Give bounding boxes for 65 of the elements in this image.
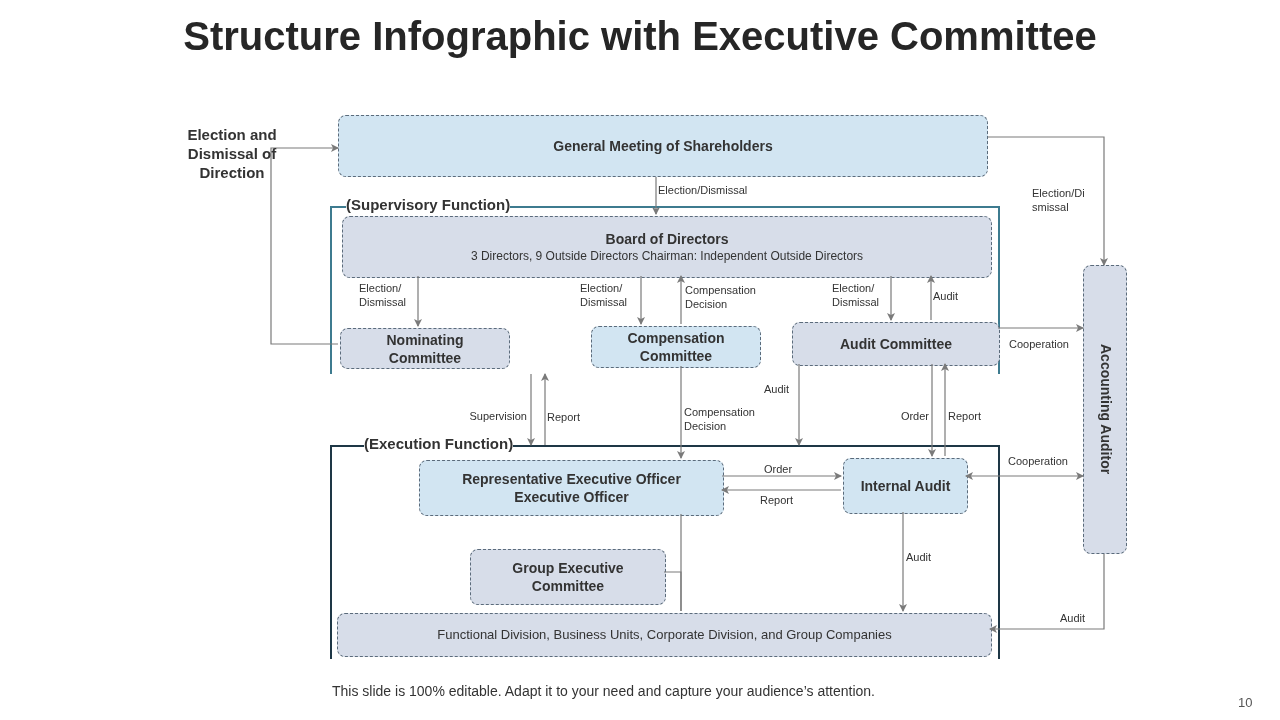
node-title: Audit Committee <box>840 335 952 353</box>
arrow <box>989 553 1105 633</box>
edge-label: Supervision <box>468 409 527 423</box>
arrow <box>941 363 949 457</box>
rounded-box <box>419 460 724 516</box>
node-subtitle: 3 Directors, 9 Outside Directors Chairman: Independent Outside Directors <box>470 248 864 264</box>
arrow <box>270 144 339 345</box>
arrow <box>721 486 842 494</box>
edge-label: Cooperation <box>1009 337 1070 351</box>
arrow <box>414 275 422 327</box>
rounded-box <box>338 115 988 177</box>
arrow <box>987 136 1108 266</box>
page-number: 10 <box>1238 694 1253 712</box>
edge-label: Audit <box>1060 611 1087 625</box>
node-title: Representative Executive Officer Executive Officer <box>461 470 682 506</box>
rounded-box <box>340 328 510 369</box>
connector-line <box>663 571 682 612</box>
edge-label: Election and Dismissal of Direction <box>186 125 278 182</box>
edge-label: Audit <box>764 382 791 396</box>
edge-label: Report <box>760 493 795 507</box>
rounded-box <box>792 322 1000 366</box>
node-title: Compensation Committee <box>626 329 726 365</box>
edge-label: Compensation Decision <box>684 405 756 433</box>
node-label: Accounting Auditor <box>1096 344 1115 475</box>
edge-label: Election/ Dismissal <box>580 281 629 309</box>
edge-label: Cooperation <box>1008 454 1069 468</box>
edge-label: Order <box>899 409 929 423</box>
arrow <box>927 275 935 321</box>
arrow <box>527 373 535 446</box>
arrow <box>677 365 685 459</box>
arrow <box>795 363 803 446</box>
node-label: Functional Division, Business Units, Corporate Division, and Group Companies <box>437 626 892 645</box>
rounded-box <box>342 216 992 278</box>
edge-label: Order <box>764 462 794 476</box>
edge-label: Election/Di smissal <box>1032 186 1086 214</box>
rounded-box <box>591 326 761 368</box>
edge-label: Election/ Dismissal <box>832 281 881 309</box>
arrow <box>928 363 936 457</box>
edge-label: Election/ Dismissal <box>359 281 408 309</box>
arrow <box>652 176 660 215</box>
node-title: General Meeting of Shareholders <box>553 137 773 155</box>
arrow <box>541 373 549 446</box>
edge-label: Report <box>547 410 582 424</box>
edge-label: Report <box>948 409 983 423</box>
edge-label: Election/Dismissal <box>658 183 749 197</box>
edge-label: Audit <box>906 550 933 564</box>
node-title: Group Executive Committee <box>511 559 625 595</box>
rounded-box <box>337 613 992 657</box>
node-title: Board of Directors <box>605 230 729 248</box>
edge-label: Compensation Decision <box>685 283 757 311</box>
edge-label: Audit <box>933 289 960 303</box>
arrow <box>637 275 645 325</box>
footer-note: This slide is 100% editable. Adapt it to your need and capture your audience’s attention. <box>332 682 875 701</box>
slide-title: Structure Infographic with Executive Committee <box>182 13 1098 60</box>
node-title: Nominating Committee <box>385 330 465 367</box>
vertical-box <box>1083 265 1127 554</box>
arrow <box>997 324 1084 332</box>
arrow <box>965 472 1084 480</box>
node-title: Internal Audit <box>860 477 951 495</box>
arrow <box>721 472 842 480</box>
rounded-box <box>843 458 968 514</box>
arrow <box>899 511 907 612</box>
arrow <box>887 275 895 321</box>
arrow <box>677 275 685 325</box>
rounded-box <box>470 549 666 605</box>
